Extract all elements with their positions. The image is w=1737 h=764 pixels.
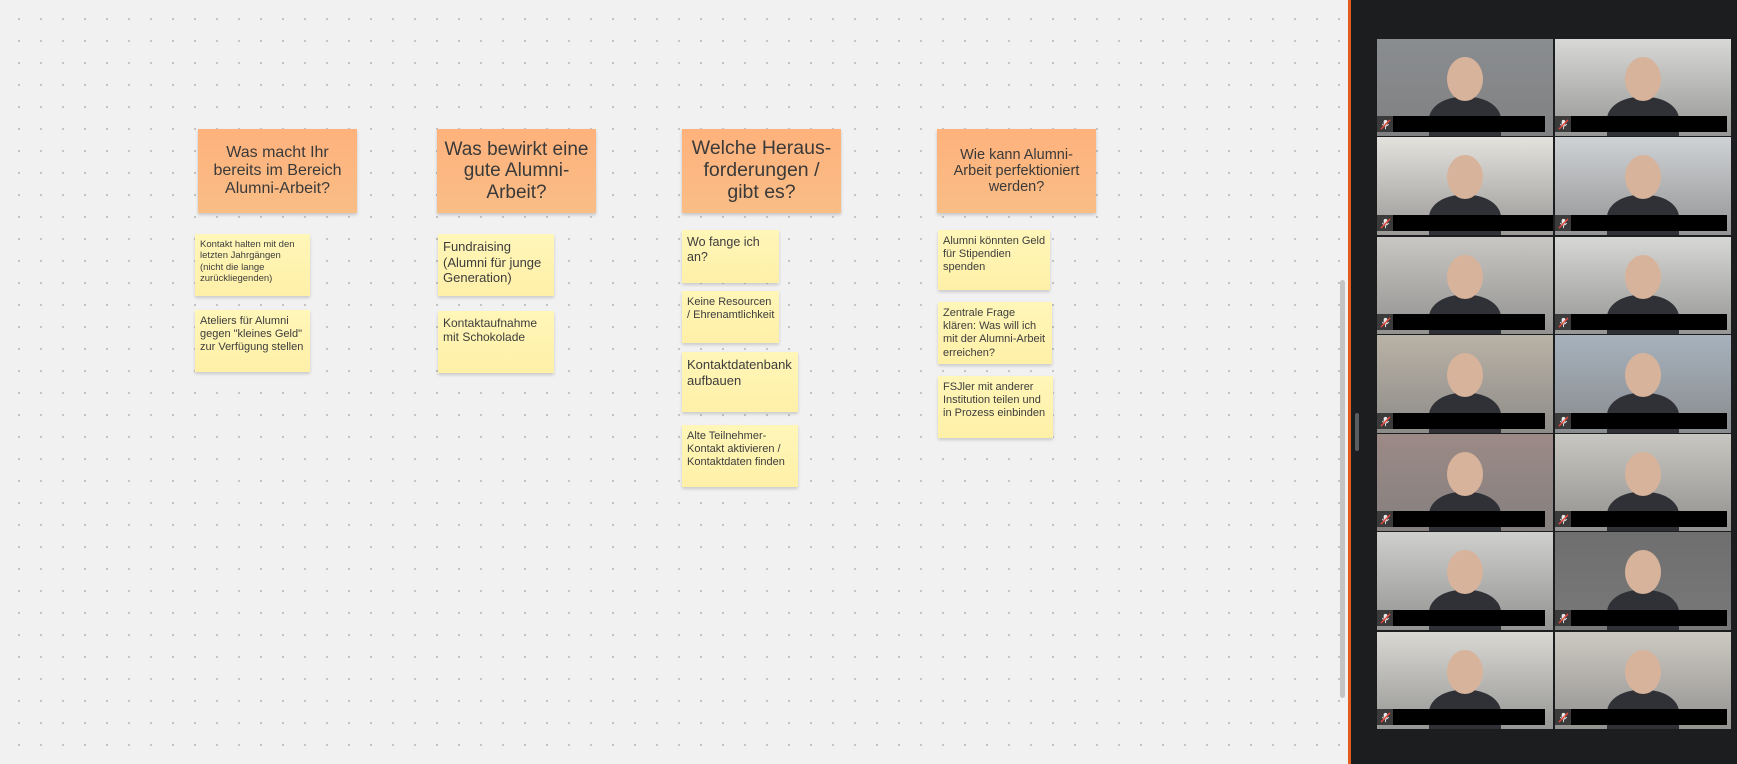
- participant-video-tile[interactable]: [1555, 237, 1731, 334]
- mic-off-icon: [1377, 314, 1393, 330]
- header-note-effects[interactable]: Was bewirkt eine gute Alumni-Arbeit?: [437, 129, 596, 213]
- mic-off-icon: [1377, 511, 1393, 527]
- participant-silhouette-head: [1625, 57, 1661, 101]
- mic-off-icon: [1555, 215, 1571, 231]
- participant-video-tile[interactable]: [1555, 532, 1731, 630]
- sticky-note-text: Kontaktdatenbank aufbauen: [687, 357, 792, 388]
- participant-silhouette-head: [1625, 155, 1661, 199]
- mic-off-icon: [1555, 511, 1571, 527]
- participant-silhouette-head: [1625, 255, 1661, 299]
- participant-name-bar: [1555, 511, 1727, 527]
- sticky-note-text: Kontakt halten mit den letzten Jahrgänge…: [200, 239, 295, 285]
- sticky-note-text: Fundraising (Alumni für junge Generation…: [443, 239, 542, 286]
- sticky-note[interactable]: Keine Resourcen / Ehrenamtlichkeit: [682, 291, 779, 343]
- participant-video-tile[interactable]: [1555, 632, 1731, 729]
- mic-off-icon: [1555, 610, 1571, 626]
- header-note-text: Wie kann Alumni-Arbeit perfektioniert we…: [953, 146, 1080, 196]
- mic-off-icon: [1555, 314, 1571, 330]
- participant-silhouette-head: [1447, 550, 1483, 594]
- participant-video-tile[interactable]: [1377, 532, 1553, 630]
- participant-name-bar: [1377, 215, 1553, 231]
- participant-video-tile[interactable]: [1377, 434, 1553, 531]
- sticky-note-text: Kontaktaufnahme mit Schokolade: [443, 316, 538, 345]
- header-note-text: Was bewirkt eine gute Alumni-Arbeit?: [444, 139, 589, 203]
- participant-name-bar: [1555, 116, 1727, 132]
- mic-off-icon: [1555, 413, 1571, 429]
- participant-name-bar: [1377, 413, 1545, 429]
- header-note-text: Welche Heraus-forderungen / gibt es?: [691, 137, 832, 203]
- header-note-improvements[interactable]: Wie kann Alumni-Arbeit perfektioniert we…: [937, 129, 1096, 213]
- participant-name-bar: [1555, 413, 1727, 429]
- participant-silhouette-head: [1447, 155, 1483, 199]
- participant-video-tile[interactable]: [1555, 335, 1731, 433]
- participant-video-tile[interactable]: [1555, 39, 1731, 136]
- header-note-current-work[interactable]: Was macht Ihr bereits im Bereich Alumni-…: [198, 129, 357, 213]
- participant-video-tile[interactable]: [1377, 632, 1553, 729]
- sticky-note[interactable]: Alte Teilnehmer-Kontakt aktivieren / Kon…: [682, 425, 798, 487]
- participant-silhouette-head: [1447, 650, 1483, 694]
- header-note-text: Was macht Ihr bereits im Bereich Alumni-…: [213, 144, 342, 197]
- mic-off-icon: [1377, 215, 1393, 231]
- sticky-note-text: Keine Resourcen / Ehrenamtlichkeit: [687, 296, 775, 322]
- sticky-note-text: FSJler mit anderer Institution teilen un…: [943, 381, 1046, 420]
- participant-video-tile[interactable]: [1377, 39, 1553, 136]
- participant-name-bar: [1377, 610, 1545, 626]
- mic-off-icon: [1555, 709, 1571, 725]
- mic-off-icon: [1377, 413, 1393, 429]
- panel-resize-handle[interactable]: [1355, 413, 1359, 451]
- mic-off-icon: [1555, 116, 1571, 132]
- sticky-note[interactable]: Kontakt halten mit den letzten Jahrgänge…: [195, 234, 310, 296]
- header-note-challenges[interactable]: Welche Heraus-forderungen / gibt es?: [682, 129, 841, 213]
- sticky-note-text: Alumni könnten Geld für Stipendien spend…: [943, 235, 1046, 274]
- participant-name-bar: [1377, 314, 1545, 330]
- participant-silhouette-head: [1447, 57, 1483, 101]
- sticky-note[interactable]: Alumni könnten Geld für Stipendien spend…: [938, 230, 1050, 290]
- participant-silhouette-head: [1447, 255, 1483, 299]
- participant-video-tile[interactable]: [1377, 335, 1553, 433]
- participant-name-bar: [1555, 314, 1727, 330]
- mic-off-icon: [1377, 709, 1393, 725]
- participant-silhouette-head: [1447, 452, 1483, 496]
- participant-name-bar: [1555, 215, 1727, 231]
- sticky-note[interactable]: Kontaktdatenbank aufbauen: [682, 352, 798, 412]
- participant-name-bar: [1377, 709, 1545, 725]
- sticky-note[interactable]: Wo fange ich an?: [682, 230, 779, 283]
- sticky-note[interactable]: FSJler mit anderer Institution teilen un…: [938, 376, 1053, 438]
- participant-silhouette-head: [1625, 550, 1661, 594]
- participant-silhouette-head: [1625, 452, 1661, 496]
- sticky-note-text: Zentrale Frage klären: Was will ich mit …: [943, 307, 1046, 359]
- participant-silhouette-head: [1625, 650, 1661, 694]
- sticky-note-text: Wo fange ich an?: [687, 235, 760, 264]
- participant-name-bar: [1555, 709, 1727, 725]
- sticky-note[interactable]: Zentrale Frage klären: Was will ich mit …: [938, 302, 1052, 364]
- participant-name-bar: [1377, 511, 1545, 527]
- whiteboard-canvas[interactable]: Was macht Ihr bereits im Bereich Alumni-…: [0, 0, 1348, 764]
- sticky-note[interactable]: Kontaktaufnahme mit Schokolade: [438, 311, 554, 373]
- panel-divider: [1348, 0, 1351, 764]
- participant-silhouette-head: [1625, 353, 1661, 397]
- participant-video-tile[interactable]: [1555, 434, 1731, 531]
- participant-name-bar: [1377, 116, 1545, 132]
- sticky-note-text: Alte Teilnehmer-Kontakt aktivieren / Kon…: [687, 430, 785, 469]
- sticky-note-text: Ateliers für Alumni gegen "kleines Geld"…: [200, 315, 304, 354]
- mic-off-icon: [1377, 610, 1393, 626]
- mic-off-icon: [1377, 116, 1393, 132]
- participant-video-tile[interactable]: [1377, 237, 1553, 334]
- participant-video-tile[interactable]: [1377, 137, 1553, 235]
- participant-name-bar: [1555, 610, 1727, 626]
- sticky-note[interactable]: Ateliers für Alumni gegen "kleines Geld"…: [195, 310, 310, 372]
- participant-video-tile[interactable]: [1555, 137, 1731, 235]
- sticky-note[interactable]: Fundraising (Alumni für junge Generation…: [438, 234, 554, 296]
- board-scrollbar-thumb[interactable]: [1340, 280, 1345, 698]
- video-gallery-panel: [1351, 0, 1737, 764]
- participant-silhouette-head: [1447, 353, 1483, 397]
